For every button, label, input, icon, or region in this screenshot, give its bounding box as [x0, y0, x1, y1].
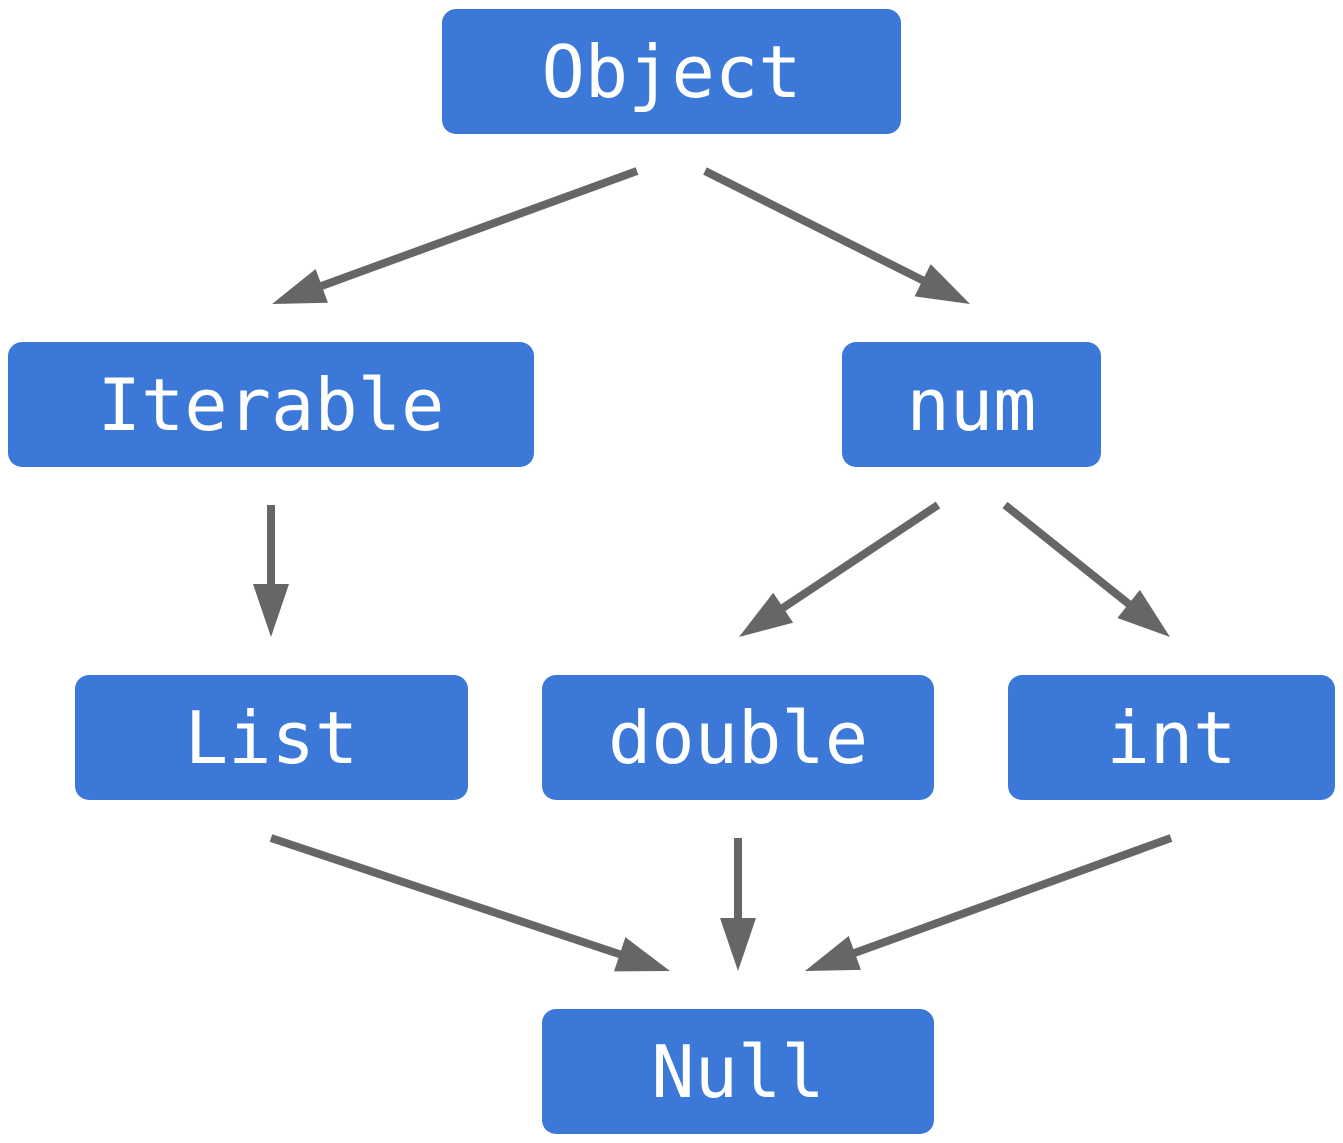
arrowhead-double-null — [720, 918, 756, 971]
arrowhead-list-null — [614, 937, 670, 972]
arrowhead-object-num — [914, 264, 970, 304]
edge-line-object-num — [703, 167, 929, 286]
node-int-label: int — [1106, 695, 1237, 780]
edge-line-int-null — [849, 834, 1173, 959]
node-num: num — [842, 342, 1101, 467]
node-list: List — [75, 675, 468, 800]
edge-line-list-null — [269, 834, 625, 960]
node-list-label: List — [184, 695, 359, 780]
edge-object-num — [703, 167, 970, 304]
node-num-label: num — [906, 362, 1037, 447]
node-int: int — [1008, 675, 1335, 800]
arrowhead-iterable-list — [253, 584, 289, 637]
node-double: double — [542, 675, 934, 800]
edge-double-null — [720, 838, 756, 971]
edge-line-object-iterable — [316, 167, 639, 291]
edge-int-null — [805, 834, 1173, 971]
node-iterable: Iterable — [8, 342, 534, 467]
node-iterable-label: Iterable — [97, 362, 445, 447]
arrowhead-object-iterable — [272, 268, 328, 304]
edge-num-double — [739, 501, 941, 637]
arrowhead-int-null — [805, 935, 861, 971]
node-null: Null — [542, 1009, 934, 1134]
arrowhead-num-int — [1117, 589, 1170, 637]
edge-line-num-int — [1002, 501, 1135, 610]
node-null-label: Null — [651, 1029, 825, 1114]
edge-line-num-double — [777, 501, 941, 614]
arrowhead-num-double — [739, 592, 794, 637]
edge-iterable-list — [253, 505, 289, 637]
edge-object-iterable — [272, 167, 639, 304]
edges-group — [253, 167, 1173, 972]
node-object: Object — [442, 9, 901, 134]
edge-num-int — [1002, 501, 1170, 637]
node-double-label: double — [607, 695, 869, 780]
node-object-label: Object — [541, 29, 802, 114]
edge-list-null — [269, 834, 670, 972]
